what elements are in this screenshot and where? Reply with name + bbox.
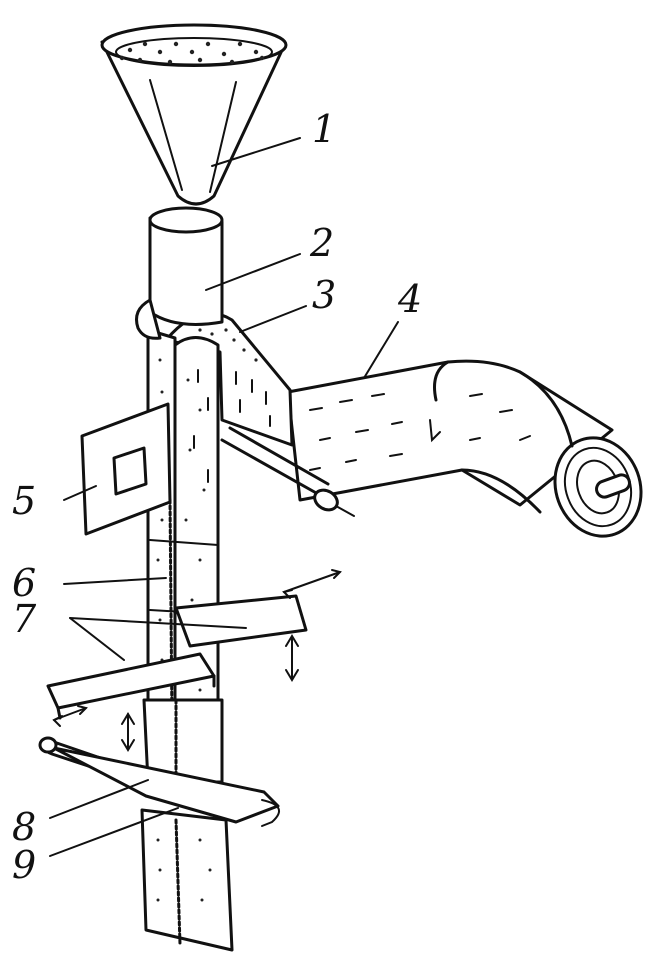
back-seal-plate (174, 594, 308, 648)
label-9: 9 (12, 843, 36, 887)
film-web-and-roll (286, 359, 643, 538)
motion-arrows (52, 569, 342, 752)
part-labels: 1 2 3 4 5 6 7 8 9 (12, 107, 422, 887)
film-print-marks (309, 393, 531, 471)
guide-roller (220, 426, 355, 517)
cutter-blades (38, 736, 281, 827)
label-7: 7 (12, 597, 37, 641)
label-4: 4 (397, 277, 422, 321)
sensor-plate (80, 402, 172, 536)
hopper (100, 23, 288, 206)
label-3: 3 (312, 273, 336, 317)
label-8: 8 (12, 805, 36, 849)
lower-bag (140, 698, 234, 952)
label-2: 2 (309, 221, 334, 265)
label-1: 1 (312, 107, 336, 151)
leader-lines (49, 137, 399, 857)
label-6: 6 (12, 561, 36, 605)
label-5: 5 (12, 479, 36, 523)
filling-tube (135, 206, 224, 340)
